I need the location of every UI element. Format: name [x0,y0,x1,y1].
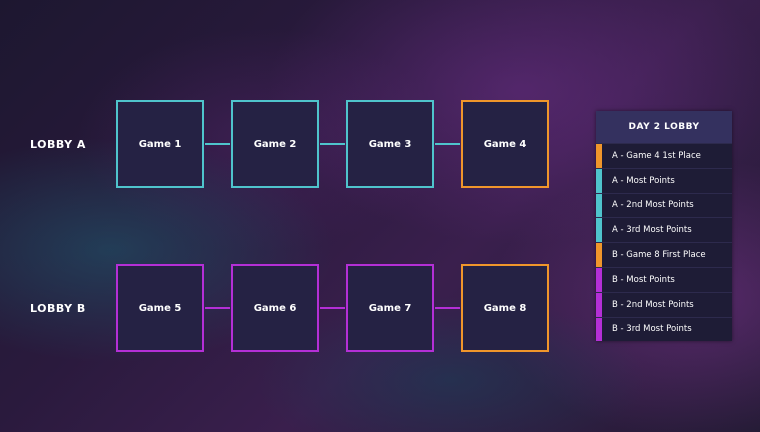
row-label: B - 2nd Most Points [612,299,694,310]
connector-game5-game6 [205,307,230,309]
row-color-bar [596,144,602,168]
row-color-bar [596,317,602,342]
game-5-label: Game 5 [138,302,182,314]
row-label: B - 3rd Most Points [612,324,692,335]
lobby-a-label: LOBBY A [30,138,86,151]
row-label: A - Game 4 1st Place [612,150,701,161]
row-label: A - 2nd Most Points [612,200,694,211]
panel-row: B - 3rd Most Points [596,316,732,342]
day2-lobby-panel: DAY 2 LOBBY A - Game 4 1st Place A - Mos… [596,111,732,342]
game-4-label: Game 4 [483,138,527,150]
game-1-label: Game 1 [138,138,182,150]
panel-row: A - Most Points [596,167,732,193]
row-color-bar [596,218,602,243]
panel-row: A - Game 4 1st Place [596,143,732,168]
game-1-box: Game 1 [116,100,204,188]
connector-game7-game8 [435,307,460,309]
game-2-box: Game 2 [231,100,319,188]
panel-row: B - Game 8 First Place [596,242,732,267]
panel-title: DAY 2 LOBBY [596,111,732,143]
row-color-bar [596,193,602,218]
row-label: A - Most Points [612,175,675,186]
game-8-label: Game 8 [483,302,527,314]
game-7-box: Game 7 [346,264,434,352]
row-color-bar [596,292,602,317]
panel-row: A - 2nd Most Points [596,192,732,218]
connector-game1-game2 [205,143,230,145]
panel-row: B - Most Points [596,266,732,292]
lobby-b-label: LOBBY B [30,302,86,315]
row-label: B - Game 8 First Place [612,250,706,261]
connector-game2-game3 [320,143,345,145]
game-5-box: Game 5 [116,264,204,352]
game-7-label: Game 7 [368,302,412,314]
game-3-label: Game 3 [368,138,412,150]
row-label: A - 3rd Most Points [612,225,692,236]
connector-game6-game7 [320,307,345,309]
row-label: B - Most Points [612,274,675,285]
row-color-bar [596,168,602,193]
game-3-box: Game 3 [346,100,434,188]
game-8-box: Game 8 [461,264,549,352]
panel-row: A - 3rd Most Points [596,217,732,243]
game-2-label: Game 2 [253,138,297,150]
row-color-bar [596,243,602,267]
row-color-bar [596,267,602,292]
game-6-box: Game 6 [231,264,319,352]
connector-game3-game4 [435,143,460,145]
panel-row: B - 2nd Most Points [596,291,732,317]
game-6-label: Game 6 [253,302,297,314]
game-4-box: Game 4 [461,100,549,188]
